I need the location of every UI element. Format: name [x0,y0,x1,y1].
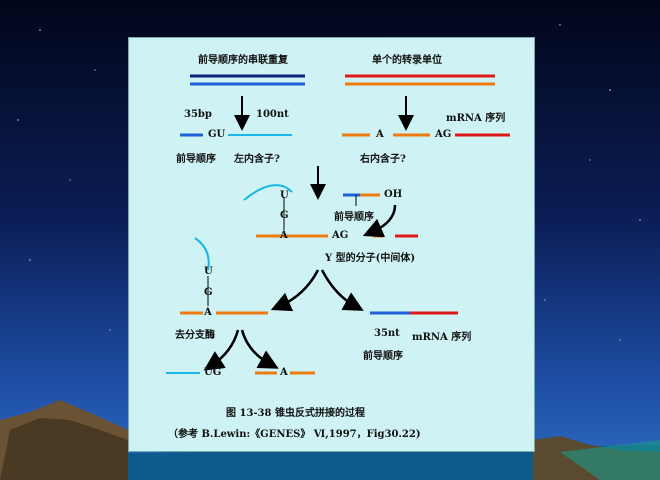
figure-caption-title: 图 13-38 锥虫反式拼接的过程 [226,408,365,419]
intron-arc-1 [243,184,293,201]
intron-arc-2 [194,237,210,271]
label-y-molecule: Y 型的分子(中间体) [325,253,416,264]
curved-arrow-right [320,269,364,311]
label-ag1: AG [435,129,452,140]
label-ag2: AG [332,230,349,241]
curved-arrow-oh [362,204,397,238]
label-35nt: 35nt [374,328,400,339]
curved-arrow-debranch-left [203,329,240,371]
label-right-title: 单个的转录单位 [372,55,442,66]
label-oh: OH [384,189,403,200]
label-u1: U [280,190,289,201]
label-a1: A [376,129,384,140]
label-ug: UG [204,367,222,378]
curved-arrow-left [270,269,320,312]
label-g1: G [280,210,289,221]
sea [0,445,660,480]
label-35bp: 35bp [184,109,212,120]
label-leader2: 前导顺序 [334,212,374,223]
label-right-intron: 右内含子? [360,154,406,165]
label-leader3: 前导顺序 [363,351,403,362]
label-g2: G [204,287,213,298]
label-leader1: 前导顺序 [176,154,216,165]
label-a4: A [280,367,288,378]
label-mrna-seq2: mRNA 序列 [412,332,472,343]
label-left-intron: 左内含子? [234,154,280,165]
curved-arrow-debranch-right [240,329,279,369]
label-a3: A [204,307,212,318]
diagram-panel [128,37,535,452]
label-u2: U [204,266,213,277]
label-100nt: 100nt [256,109,289,120]
sea-green [560,440,660,480]
figure-caption-reference: （参考 B.Lewin:《GENES》 Ⅵ,1997，Fig30.22) [168,429,421,440]
label-left-title: 前导顺序的串联重复 [198,55,288,66]
label-gu: GU [208,129,226,140]
stars [17,24,641,341]
label-a2: A [280,230,288,241]
label-mrna-seq: mRNA 序列 [446,113,506,124]
label-debranch: 去分支酶 [175,330,215,341]
